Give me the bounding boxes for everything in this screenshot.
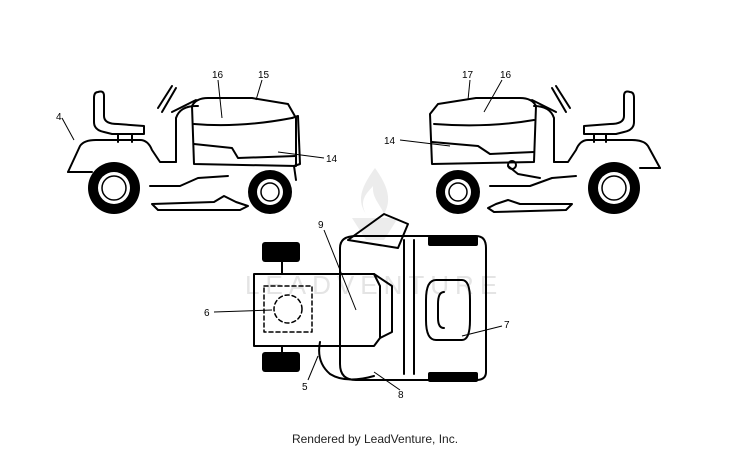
hood (429, 97, 537, 165)
callout-6: 6 (204, 308, 210, 319)
leader-16-left (217, 79, 223, 119)
callout-15: 15 (258, 70, 270, 81)
seat (93, 90, 145, 135)
hood (191, 97, 297, 167)
rear-fender (67, 139, 177, 173)
body-outline (339, 235, 487, 381)
callout-9: 9 (318, 220, 324, 231)
top-view-tires (262, 236, 478, 382)
seat (583, 90, 635, 135)
engine-dash (403, 239, 415, 375)
side-view-left (67, 85, 301, 211)
callout-14-right: 14 (384, 136, 396, 147)
leader-lines (61, 79, 503, 391)
leader-5 (307, 355, 319, 381)
callout-8: 8 (398, 390, 404, 401)
hood-taper (373, 273, 393, 339)
lift-lever (507, 165, 541, 179)
seat-inner (437, 291, 445, 329)
rear-tire-top-lower (428, 372, 478, 382)
leader-7 (461, 325, 503, 337)
leader-14-left (277, 151, 325, 159)
rear-fender (553, 139, 661, 169)
dash-tower (175, 105, 199, 163)
footrest (151, 195, 249, 211)
callout-14-left: 14 (326, 154, 338, 165)
callout-labels: 4 16 15 14 17 16 14 9 6 5 8 7 (56, 70, 512, 401)
side-view-right (429, 85, 661, 213)
front-bumper (293, 165, 297, 181)
frame-right (489, 167, 661, 187)
leader-8 (373, 371, 401, 391)
tires-right (436, 162, 640, 214)
leader-17 (467, 79, 471, 101)
steering-wheel (157, 85, 197, 113)
footrest (487, 199, 573, 213)
leader-16-right (483, 79, 503, 113)
front-grille (291, 115, 301, 167)
dash-tower (533, 105, 555, 163)
front-tire-top-lower (262, 352, 300, 372)
leader-4 (61, 117, 75, 141)
front-tire-top-upper (262, 242, 300, 262)
callout-5: 5 (302, 382, 308, 393)
frame-left (67, 171, 229, 187)
footer-credit: Rendered by LeadVenture, Inc. (291, 432, 459, 446)
seat-outline (425, 279, 471, 341)
callout-17: 17 (462, 70, 474, 81)
callout-4: 4 (56, 112, 62, 123)
callout-7: 7 (504, 320, 510, 331)
hood-panel (431, 119, 535, 155)
leader-6 (213, 309, 273, 313)
leader-14-right (399, 139, 451, 147)
engine-dashed-circle (273, 294, 303, 324)
leader-9 (323, 229, 357, 311)
mower-deck (318, 341, 375, 381)
top-view (253, 213, 487, 381)
callout-16-left: 16 (212, 70, 224, 81)
rear-tire-top-upper (428, 236, 478, 246)
engine-dashed-box (263, 285, 313, 333)
tires-left (88, 162, 292, 214)
chute (347, 213, 409, 249)
leader-15 (255, 79, 263, 101)
steering-wheel (531, 85, 571, 113)
hood-panel (193, 117, 297, 159)
flame-logo-icon (352, 168, 398, 240)
callout-16-right: 16 (500, 70, 512, 81)
